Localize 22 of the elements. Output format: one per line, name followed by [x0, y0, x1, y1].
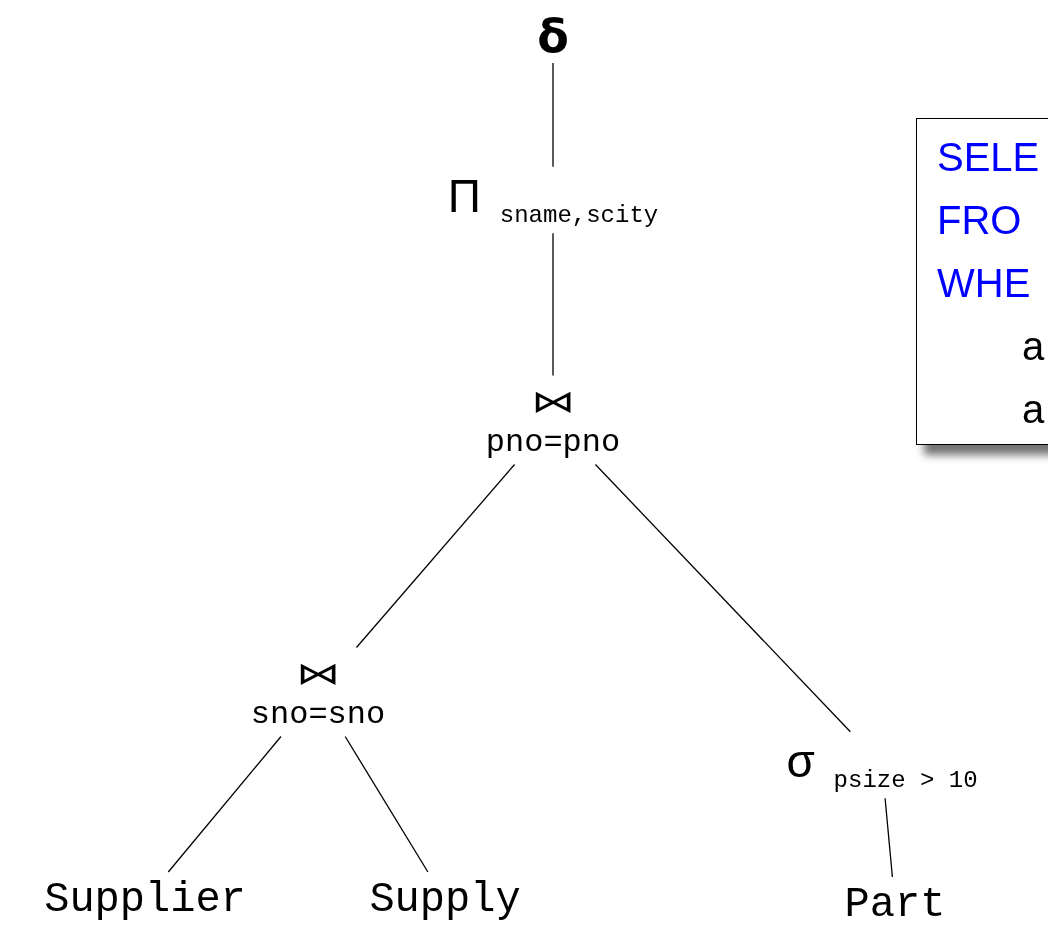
query-line: a: [1022, 389, 1045, 429]
query-line: WHE: [937, 263, 1031, 303]
relation-name: Part: [844, 881, 946, 925]
join-condition: sno=sno: [250, 695, 386, 733]
tree-edge: [167, 735, 282, 873]
operator-label: σ $_{psize > 10}$: [786, 735, 978, 795]
operator-symbol: δ: [537, 13, 569, 59]
join-condition: pno=pno: [485, 423, 621, 461]
relation-name: Supplier: [44, 876, 246, 924]
tree-edge: [355, 463, 516, 649]
tree-edge: [594, 463, 851, 733]
query-line: SELE: [937, 137, 1040, 177]
query-line: a: [1022, 326, 1045, 366]
tree-edge: [552, 62, 554, 168]
join-symbol: ⋈: [295, 658, 341, 689]
tree-edge: [884, 797, 894, 878]
join-symbol: ⋈: [530, 386, 576, 417]
query-line: FRO: [937, 200, 1022, 240]
operator-label: Π $_{sname,scity}$: [447, 170, 659, 230]
tree-edge: [552, 232, 554, 377]
tree-edge: [344, 735, 429, 873]
relation-name: Supply: [369, 876, 521, 924]
